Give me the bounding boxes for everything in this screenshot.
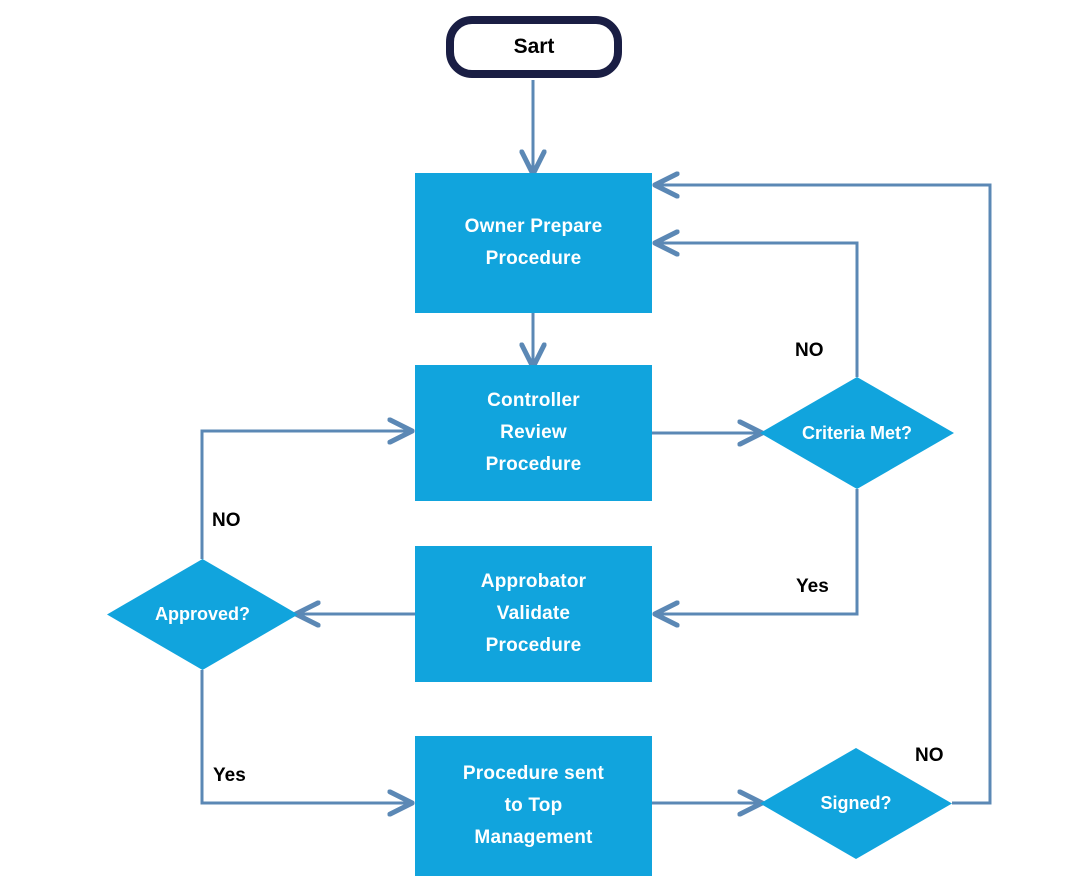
node-controller-review-procedure-label: Controller Review Procedure [485,390,582,475]
node-owner-prepare-procedure-label: Owner Prepare Procedure [464,216,603,269]
node-owner-prepare-procedure[interactable]: Owner Prepare Procedure [415,173,652,313]
edge-label-approved-yes: Yes [213,765,246,786]
diamond-shape [107,559,298,670]
diamond-shape [760,377,954,489]
node-approved-decision[interactable]: Approved? [107,559,298,670]
node-start-label: Sart [513,35,555,58]
edge-approved-no-to-controller [200,431,410,559]
node-procedure-sent-to-top-management[interactable]: Procedure sent to Top Management [415,736,652,876]
edge-criteria-no-to-owner [657,243,859,377]
diamond-shape [760,748,952,859]
edge-label-signed-no: NO [915,745,944,766]
node-procedure-sent-to-top-management-label: Procedure sent to Top Management [462,763,605,848]
edge-label-approved-no: NO [212,510,241,531]
edge-approved-yes-to-procedure [200,670,410,803]
node-controller-review-procedure[interactable]: Controller Review Procedure [415,365,652,501]
node-approbator-validate-procedure[interactable]: Approbator Validate Procedure [415,546,652,682]
node-criteria-met-decision[interactable]: Criteria Met? [760,377,954,489]
node-start[interactable]: Sart [446,16,622,78]
edge-criteria-yes-to-approbator [657,489,859,614]
edge-signed-no-to-owner [657,185,992,805]
edge-label-criteria-yes: Yes [796,576,829,597]
node-approbator-validate-procedure-label: Approbator Validate Procedure [480,571,587,656]
edge-label-criteria-no: NO [795,340,824,361]
